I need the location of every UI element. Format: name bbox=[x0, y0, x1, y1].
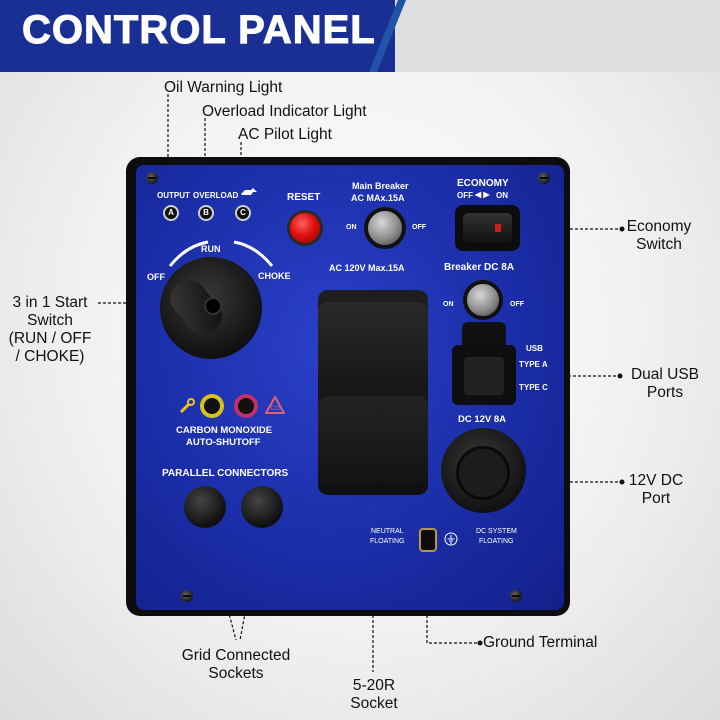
knob-off-label: OFF bbox=[147, 272, 165, 282]
dc-port-socket bbox=[456, 446, 510, 500]
dc-callout-line2: Port bbox=[641, 490, 671, 507]
ac-pilot-callout: AC Pilot Light bbox=[238, 126, 332, 143]
screw-icon bbox=[181, 590, 193, 602]
reset-button[interactable] bbox=[287, 210, 323, 246]
reset-label: RESET bbox=[287, 192, 321, 203]
economy-callout: Economy Switch bbox=[624, 218, 694, 254]
dc-dot bbox=[619, 479, 625, 485]
dc-breaker-on-label: ON bbox=[443, 301, 454, 308]
economy-label: ECONOMY bbox=[457, 178, 509, 189]
main-breaker-label: Main Breaker bbox=[352, 181, 409, 191]
economy-off-label: OFF bbox=[457, 191, 473, 200]
socket-callout: 5-20R Socket bbox=[340, 677, 408, 713]
overload-callout: Overload Indicator Light bbox=[202, 103, 367, 120]
neutral-label: NEUTRAL bbox=[371, 528, 404, 535]
start-switch-callout-line1: 3 in 1 Start bbox=[12, 294, 88, 311]
output-label: OUTPUT bbox=[157, 191, 190, 200]
outlet-cover-top bbox=[318, 302, 428, 392]
grid-callout-line2: Sockets bbox=[208, 665, 264, 682]
oil-can-icon bbox=[241, 188, 257, 195]
ground-dot bbox=[477, 640, 483, 646]
page-title: CONTROL PANEL bbox=[22, 8, 376, 53]
co-indicator-light bbox=[234, 394, 258, 418]
usb-type-c-label: TYPE C bbox=[519, 383, 548, 392]
dc-breaker-label: Breaker DC 8A bbox=[444, 262, 515, 273]
ground-terminal[interactable] bbox=[419, 528, 437, 552]
overload-label: OVERLOAD bbox=[193, 191, 239, 200]
dc-callout: 12V DC Port bbox=[624, 472, 688, 508]
dc-breaker-off-label: OFF bbox=[510, 301, 524, 308]
dc-12v-label: DC 12V 8A bbox=[458, 414, 507, 425]
screw-icon bbox=[510, 590, 522, 602]
rocker-indicator bbox=[495, 224, 501, 232]
dc-system-label: DC SYSTEM bbox=[476, 528, 517, 535]
outlet-cover-bottom bbox=[318, 396, 428, 484]
usb-callout-line1: Dual USB bbox=[630, 366, 700, 383]
co-warning-icon: CO bbox=[265, 396, 285, 414]
usb-ports[interactable] bbox=[464, 357, 504, 395]
usb-type-a-label: TYPE A bbox=[519, 360, 548, 369]
start-switch-arc bbox=[168, 240, 274, 267]
ground-callout: Ground Terminal bbox=[483, 634, 598, 651]
ac-pilot-light: C bbox=[235, 205, 251, 221]
usb-dot bbox=[617, 373, 623, 379]
economy-arrows-icon: ◀ ▶ bbox=[475, 190, 490, 199]
ground-symbol-icon bbox=[444, 532, 458, 546]
economy-switch[interactable] bbox=[455, 205, 520, 251]
grid-callout: Grid Connected Sockets bbox=[168, 647, 304, 683]
socket-callout-line2: Socket bbox=[350, 695, 398, 712]
main-breaker-button[interactable] bbox=[364, 207, 406, 249]
service-indicator-light bbox=[200, 394, 224, 418]
screw-icon bbox=[146, 172, 158, 184]
usb-label: USB bbox=[526, 344, 543, 353]
main-breaker-off-label: OFF bbox=[412, 224, 426, 231]
dc-breaker-button[interactable] bbox=[463, 280, 503, 320]
economy-callout-line2: Switch bbox=[636, 236, 682, 253]
grid-callout-line1: Grid Connected bbox=[181, 647, 291, 664]
rocker-face bbox=[463, 213, 512, 243]
economy-dot bbox=[619, 226, 625, 232]
main-breaker-rating: AC MAx.15A bbox=[351, 193, 405, 203]
economy-callout-line1: Economy bbox=[626, 218, 692, 235]
usb-callout: Dual USB Ports bbox=[624, 366, 706, 402]
start-switch-hub bbox=[204, 297, 222, 315]
dc-callout-line1: 12V DC bbox=[628, 472, 684, 489]
main-breaker-on-label: ON bbox=[346, 224, 357, 231]
svg-text:CO: CO bbox=[271, 406, 280, 412]
start-switch-callout-line2: Switch bbox=[27, 312, 73, 329]
usb-callout-line2: Ports bbox=[646, 384, 684, 401]
neutral-floating-label: FLOATING bbox=[370, 538, 405, 545]
header-banner bbox=[0, 0, 395, 72]
parallel-connector-left[interactable] bbox=[184, 486, 226, 528]
dc-system-floating-label: FLOATING bbox=[479, 538, 514, 545]
start-switch-callout-line4: / CHOKE) bbox=[15, 348, 85, 365]
ac-rating-label: AC 120V Max.15A bbox=[329, 263, 405, 273]
overload-light: B bbox=[198, 205, 214, 221]
output-light: A bbox=[163, 205, 179, 221]
parallel-label: PARALLEL CONNECTORS bbox=[162, 468, 289, 479]
wrench-icon bbox=[179, 398, 195, 414]
socket-callout-line1: 5-20R bbox=[352, 677, 396, 694]
start-switch-callout-line3: (RUN / OFF bbox=[8, 330, 92, 347]
choke-label: CHOKE bbox=[258, 271, 291, 281]
start-switch-callout: 3 in 1 Start Switch (RUN / OFF / CHOKE) bbox=[2, 294, 98, 366]
run-label: RUN bbox=[201, 244, 221, 254]
co-autoshutoff-label: AUTO-SHUTOFF bbox=[186, 437, 261, 448]
usb-cover[interactable] bbox=[462, 322, 506, 348]
parallel-connector-right[interactable] bbox=[241, 486, 283, 528]
co-label: CARBON MONOXIDE bbox=[176, 425, 273, 436]
economy-on-label: ON bbox=[496, 191, 508, 200]
screw-icon bbox=[538, 172, 550, 184]
oil-warning-callout: Oil Warning Light bbox=[164, 79, 283, 96]
